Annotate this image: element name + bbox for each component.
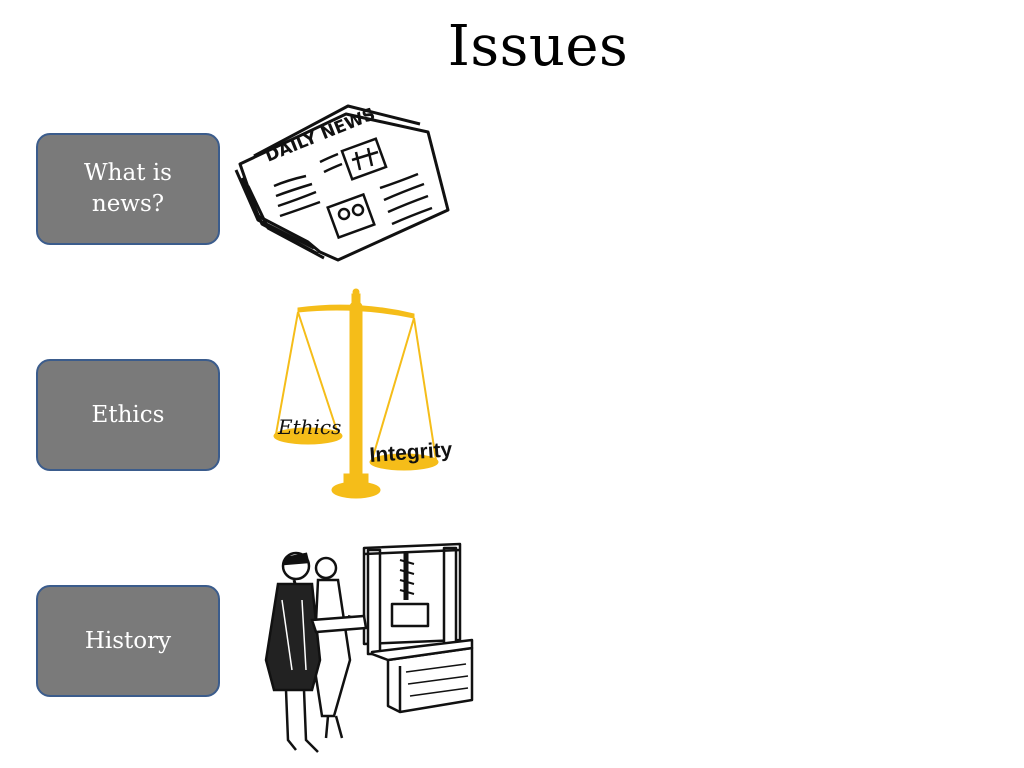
printing-press-icon (264, 542, 474, 753)
what-is-news-button[interactable]: What is news? (36, 133, 220, 245)
scales-right-label: Integrity (369, 438, 454, 467)
ethics-label: Ethics (91, 401, 165, 428)
ethics-button[interactable]: Ethics (36, 359, 220, 471)
history-label: History (84, 627, 172, 654)
what-is-news-label: What is news? (84, 160, 172, 217)
slide-title: Issues (447, 14, 629, 79)
scales-left-label: Ethics (277, 415, 341, 439)
scales-icon: Ethics Integrity (273, 288, 454, 499)
newspaper-icon: DAILY NEWS (234, 104, 450, 262)
history-button[interactable]: History (36, 585, 220, 697)
